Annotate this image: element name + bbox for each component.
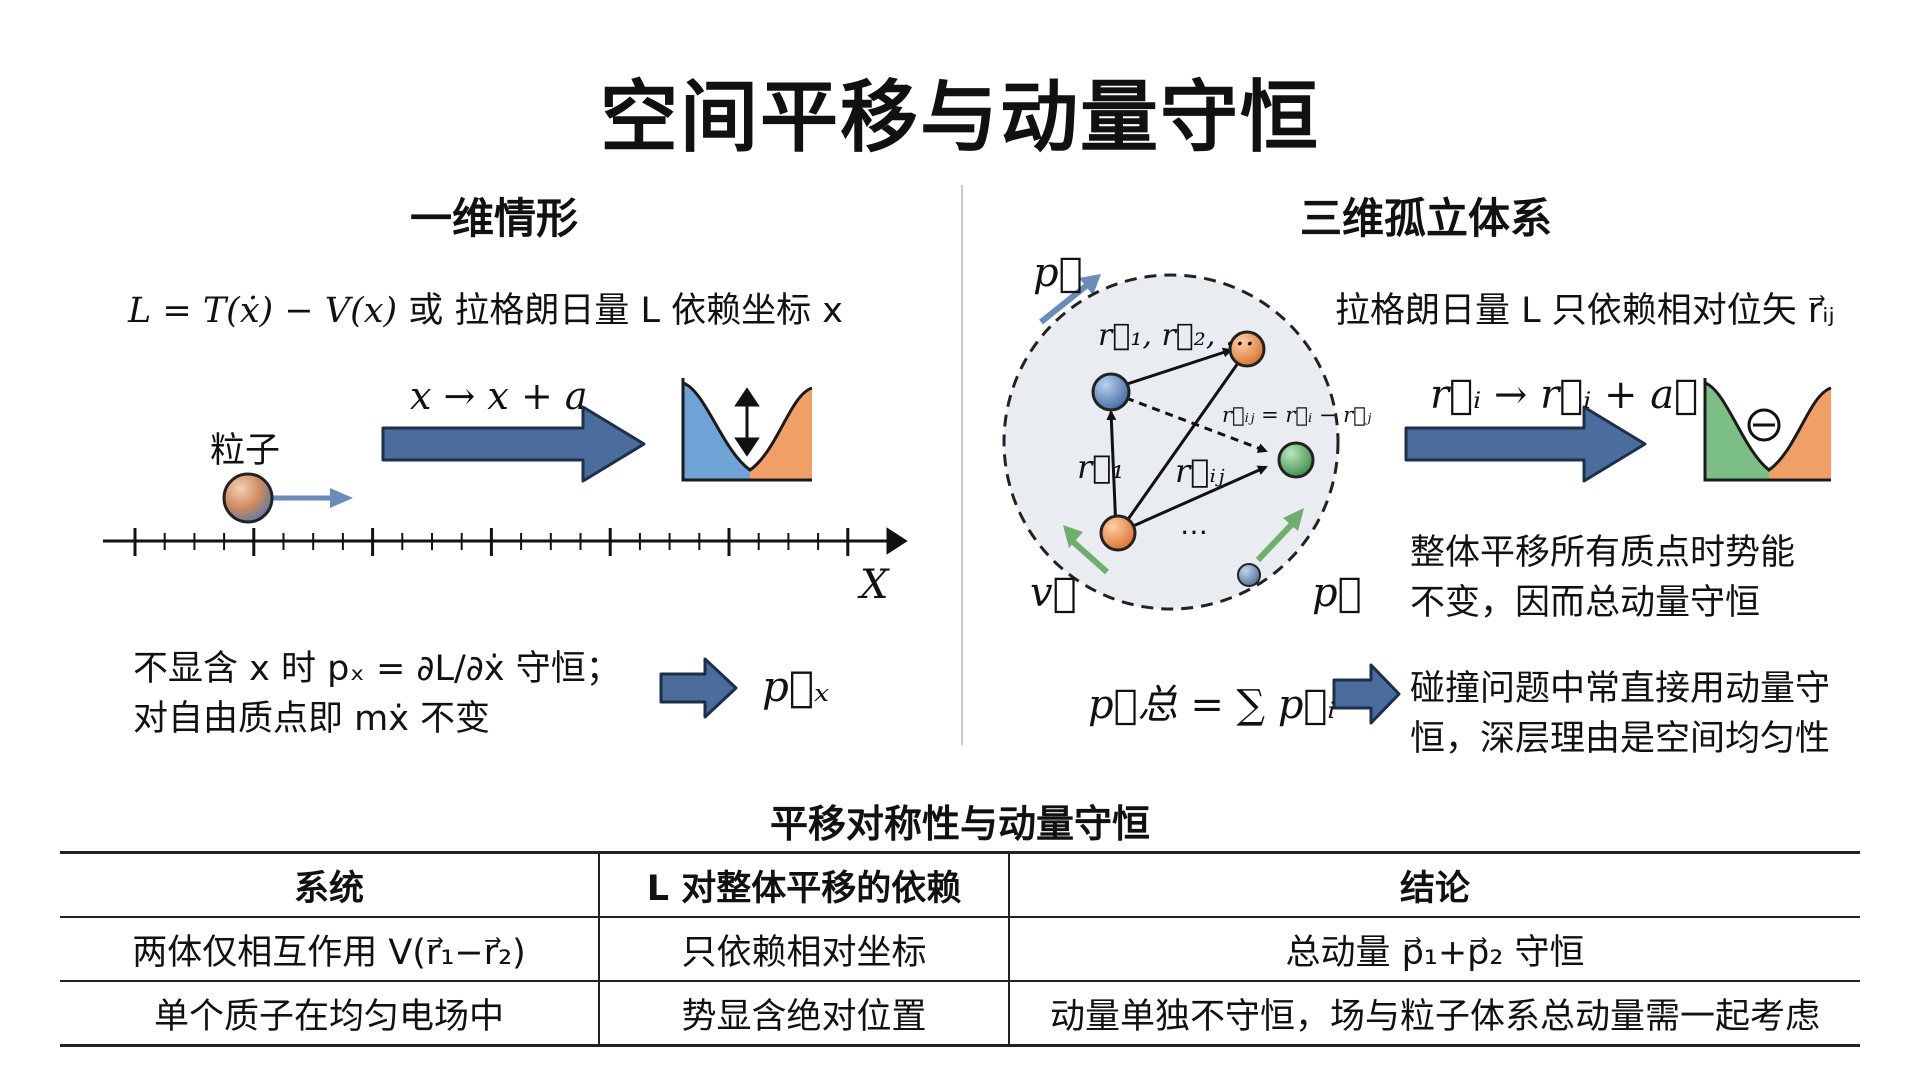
right-shift-label: r⃗ᵢ → r⃗ᵢ + a⃗ xyxy=(1430,372,1699,418)
ball-orange-top xyxy=(1228,330,1266,368)
table-row: 单个质子在均匀电场中 势显含绝对位置 动量单独不守恒，场与粒子体系总动量需一起考… xyxy=(60,981,1860,1047)
potential-well-icon xyxy=(681,378,813,482)
ball-green xyxy=(1277,441,1315,479)
shift-arrow-icon xyxy=(381,405,646,483)
table-cell: 动量单独不守恒，场与粒子体系总动量需一起考虑 xyxy=(1008,981,1860,1047)
momentum-arrow-green-icon xyxy=(1255,508,1304,563)
table-header: L 对整体平移的依赖 xyxy=(598,851,1010,918)
panel-divider xyxy=(961,185,963,745)
vector-to-green xyxy=(1130,465,1268,529)
collision-arrow-icon xyxy=(1332,663,1401,725)
velocity-arrow-green-icon xyxy=(1063,525,1109,575)
right-heading: 三维孤立体系 xyxy=(1300,194,1553,243)
right-potential-well-icon xyxy=(1703,378,1832,482)
vector-dashed xyxy=(1125,396,1268,453)
p-bottom-label: p⃗ xyxy=(1312,570,1362,616)
left-result-label: p⃗ₓ xyxy=(762,662,829,711)
left-conclusion-line1: 不显含 x 时 pₓ = ∂L/∂ẋ 守恒； xyxy=(133,649,621,689)
minus-circle-icon xyxy=(1747,408,1781,442)
ball-small xyxy=(1237,563,1261,587)
r1-label: r⃗₁ xyxy=(1077,448,1125,486)
double-arrow-icon xyxy=(734,387,760,457)
p-top-label: p⃗ xyxy=(1033,250,1083,296)
vector-rij xyxy=(1122,354,1245,526)
velocity-arrow-icon xyxy=(270,488,353,508)
result-arrow-icon xyxy=(659,657,738,719)
table-header: 结论 xyxy=(1008,851,1860,918)
axis-ticks xyxy=(133,528,850,556)
symmetry-table: 系统 L 对整体平移的依赖 结论 两体仅相互作用 V(r⃗₁−r⃗₂) 只依赖相… xyxy=(60,851,1860,1047)
table-header-row: 系统 L 对整体平移的依赖 结论 xyxy=(60,851,1860,918)
left-lagrangian-math: L = T(ẋ) − V(x) xyxy=(128,291,398,331)
collision-line2: 恒，深层理由是空间均匀性 xyxy=(1410,719,1831,759)
vector-blue-orange xyxy=(1120,347,1233,388)
table-cell: 只依赖相对坐标 xyxy=(598,917,1010,982)
left-shift-label: x → x + a xyxy=(410,374,588,418)
left-heading: 一维情形 xyxy=(410,194,579,243)
right-shift-arrow-icon xyxy=(1404,405,1647,483)
dots-label: … xyxy=(1180,508,1208,541)
collision-line1: 碰撞问题中常直接用动量守 xyxy=(1410,669,1831,709)
left-lagrangian: L = T(ẋ) − V(x) 或 拉格朗日量 L 依赖坐标 x xyxy=(128,282,843,333)
right-lagrangian-text: 拉格朗日量 L 只依赖相对位矢 r⃗ᵢⱼ xyxy=(1335,291,1835,331)
table-cell: 两体仅相互作用 V(r⃗₁−r⃗₂) xyxy=(60,917,600,982)
sum-formula: p⃗总 = ∑ p⃗ᵢ xyxy=(1088,682,1336,728)
rel-label: r⃗ᵢⱼ = r⃗ᵢ − r⃗ⱼ xyxy=(1222,403,1372,427)
momentum-arrow-icon xyxy=(1039,274,1101,325)
ball-orange-bottom xyxy=(1099,514,1137,552)
ball-blue xyxy=(1091,372,1131,412)
table-cell: 总动量 p⃗₁+p⃗₂ 守恒 xyxy=(1008,917,1860,982)
page-title: 空间平移与动量守恒 xyxy=(599,73,1320,163)
left-conclusion-line2: 对自由质点即 mẋ 不变 xyxy=(133,699,491,739)
table-header: 系统 xyxy=(60,851,600,918)
points-label: r⃗₁, r⃗₂, … xyxy=(1098,318,1255,353)
table-cell: 单个质子在均匀电场中 xyxy=(60,981,600,1047)
translate-line2: 不变，因而总动量守恒 xyxy=(1410,583,1761,623)
table-title: 平移对称性与动量守恒 xyxy=(769,802,1150,846)
particle-label: 粒子 xyxy=(210,431,281,471)
table-row: 两体仅相互作用 V(r⃗₁−r⃗₂) 只依赖相对坐标 总动量 p⃗₁+p⃗₂ 守… xyxy=(60,917,1860,982)
table-cell: 势显含绝对位置 xyxy=(598,981,1010,1047)
right-diagram xyxy=(1002,273,1832,725)
axis-label: X xyxy=(860,562,889,608)
translate-line1: 整体平移所有质点时势能 xyxy=(1410,533,1796,573)
v-label: v⃗ xyxy=(1030,570,1077,616)
particle-ball xyxy=(222,472,274,524)
left-diagram xyxy=(103,378,908,719)
left-lagrangian-text: 或 拉格朗日量 L 依赖坐标 x xyxy=(408,291,843,331)
vector-r1 xyxy=(1106,410,1118,531)
rij-label: r⃗ᵢⱼ xyxy=(1175,452,1225,490)
